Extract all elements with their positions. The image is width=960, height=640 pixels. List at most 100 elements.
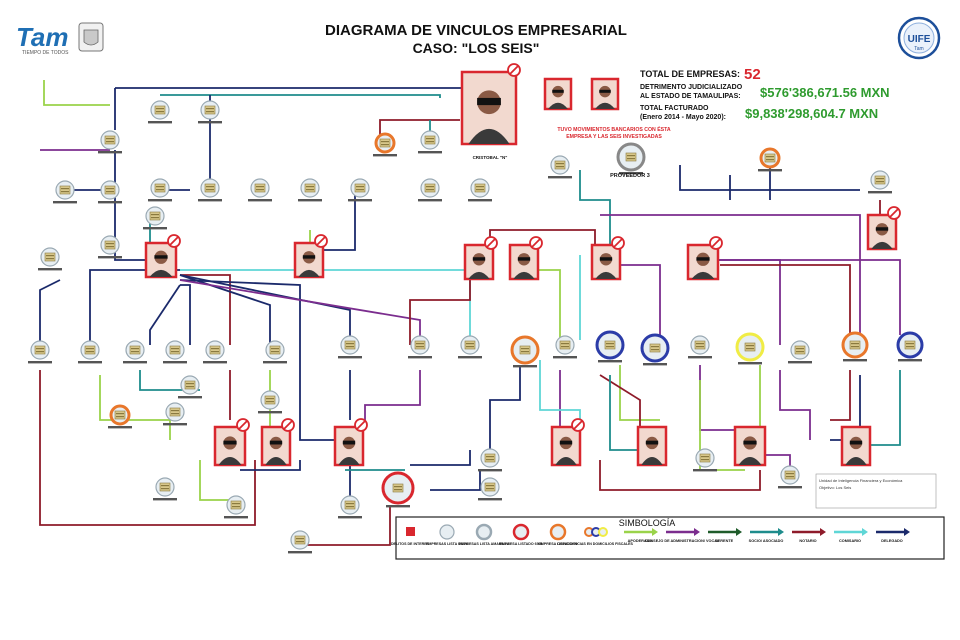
company-node: [788, 340, 812, 364]
tam-logo: Tam TIEMPO DE TODOS: [16, 22, 104, 56]
diagram-title: DIAGRAMA DE VINCULOS EMPRESARIAL: [325, 22, 627, 39]
company-node: [248, 178, 272, 202]
detrimento-value: $576'386,671.56 MXN: [760, 85, 890, 100]
diagram-case-name: CASO: "LOS SEIS": [413, 40, 540, 56]
company-node: [841, 331, 869, 362]
stats-block: TOTAL DE EMPRESAS: 52 DETRIMENTO JUDICIA…: [640, 66, 890, 121]
total-empresas-value: 52: [744, 66, 761, 83]
person-node: [866, 206, 901, 251]
company-node: [478, 448, 502, 472]
company-node: [778, 465, 802, 489]
legend-item-label: EMPRESA LISTADO 69-B: [500, 542, 543, 546]
legend-item-label: EMPRESA LISTADO 69: [538, 542, 577, 546]
company-node: [53, 180, 77, 204]
total-empresas-label: TOTAL DE EMPRESAS:: [640, 69, 740, 79]
legend-relation-label: NOTARIO: [799, 539, 816, 543]
detrimento-label-2: AL ESTADO DE TAMAULIPAS:: [640, 93, 741, 100]
person-node: [636, 425, 668, 467]
company-node: [478, 477, 502, 501]
legend-relation: COMISARIO: [834, 528, 868, 543]
company-node: [288, 530, 312, 554]
company-node: [98, 235, 122, 259]
person-node: [144, 234, 181, 279]
company-node: [298, 178, 322, 202]
legend-item-label: EMPRESAS LISTA AMARILLA: [459, 542, 510, 546]
legend-relation: DELEGADO: [876, 528, 910, 543]
legend-relation-label: APODERADO: [628, 539, 653, 543]
uife-seal: UIFE Tam: [897, 16, 941, 60]
company-node: [758, 147, 782, 172]
company-node: [616, 142, 646, 175]
company-node: [338, 495, 362, 519]
person-node: [733, 425, 767, 467]
company-node: [595, 330, 625, 363]
central-person-label: CRISTOBAL "N": [473, 155, 508, 160]
legend-item: EMPRESA LISTADO 69: [538, 523, 578, 546]
facturado-value: $9,838'298,604.7 MXN: [745, 106, 878, 121]
company-node: [198, 178, 222, 202]
facturado-label-2: (Enero 2014 - Mayo 2020):: [640, 114, 726, 121]
person-node: [333, 418, 368, 467]
person-node: [590, 236, 625, 281]
legend-relation: GERENTE: [708, 528, 742, 543]
company-node: [640, 333, 670, 366]
legend-item-label: DELITOS DE INTERES: [391, 542, 430, 546]
legend-item: EMPRESAS LISTA AMARILLA: [459, 523, 510, 546]
company-node: [263, 340, 287, 364]
tam-logo-text: Tam: [16, 22, 69, 52]
person-node: [840, 425, 872, 467]
company-node: [548, 155, 572, 179]
facturado-label-1: TOTAL FACTURADO: [640, 105, 709, 112]
company-node: [143, 206, 167, 230]
legend-relation-label: COMISARIO: [839, 539, 861, 543]
company-node: [381, 471, 415, 508]
person-node: [260, 418, 295, 467]
legend-item-label: COINCIDENCIAS EN DOMICILIOS FISCALES: [557, 542, 633, 546]
company-node: [123, 340, 147, 364]
proveedor-label: PROVEEDOR 3: [610, 173, 650, 179]
company-node: [338, 335, 362, 359]
uife-seal-text: UIFE: [908, 34, 931, 45]
legend-relation-label: CONSEJO DE ADMINISTRACION/ VOCAL: [645, 539, 720, 543]
company-node: [198, 100, 222, 124]
company-node: [98, 180, 122, 204]
company-node: [178, 375, 202, 399]
bank-note-line1: TUVO MOVIMIENTOS BANCARIOS CON ÉSTA: [557, 125, 671, 133]
company-node: [224, 495, 248, 519]
legend-relation-label: SOCIO/ ASOCIADO: [749, 539, 784, 543]
person-node: [543, 77, 573, 111]
info-line1: Unidad de Inteligencia Financiera y Econ…: [819, 478, 903, 483]
company-node: [153, 477, 177, 501]
company-node: [458, 335, 482, 359]
svg-text:Tam: Tam: [914, 46, 923, 52]
legend-title: SIMBOLOGÍA: [619, 518, 676, 528]
tam-logo-tagline: TIEMPO DE TODOS: [22, 50, 69, 56]
legend-relation: SOCIO/ ASOCIADO: [749, 528, 784, 543]
person-node: [686, 236, 723, 281]
company-node: [868, 170, 892, 194]
legend-item: COINCIDENCIAS EN DOMICILIOS FISCALES: [557, 527, 634, 546]
company-node: [896, 331, 924, 362]
company-node: [148, 178, 172, 202]
company-node: [373, 132, 397, 157]
company-node: [735, 332, 765, 365]
company-node: [408, 335, 432, 359]
company-node: [108, 404, 132, 429]
company-node: [258, 390, 282, 414]
legend-item-label: EMPRESAS LISTA ROJA: [426, 542, 469, 546]
person-node: [550, 418, 585, 467]
legend-relation-label: GERENTE: [715, 539, 734, 543]
info-box: Unidad de Inteligencia Financiera y Econ…: [815, 473, 937, 509]
company-node: [78, 340, 102, 364]
person-node: [463, 236, 498, 281]
company-node: [148, 100, 172, 124]
info-line2: Objetivo: Los Seis: [819, 485, 851, 490]
legend-relation-label: DELEGADO: [881, 539, 903, 543]
company-node: [163, 402, 187, 426]
company-node: [163, 340, 187, 364]
person-node: [213, 418, 250, 467]
company-node: [98, 130, 122, 154]
company-node: [348, 178, 372, 202]
legend-relation: NOTARIO: [792, 528, 826, 543]
